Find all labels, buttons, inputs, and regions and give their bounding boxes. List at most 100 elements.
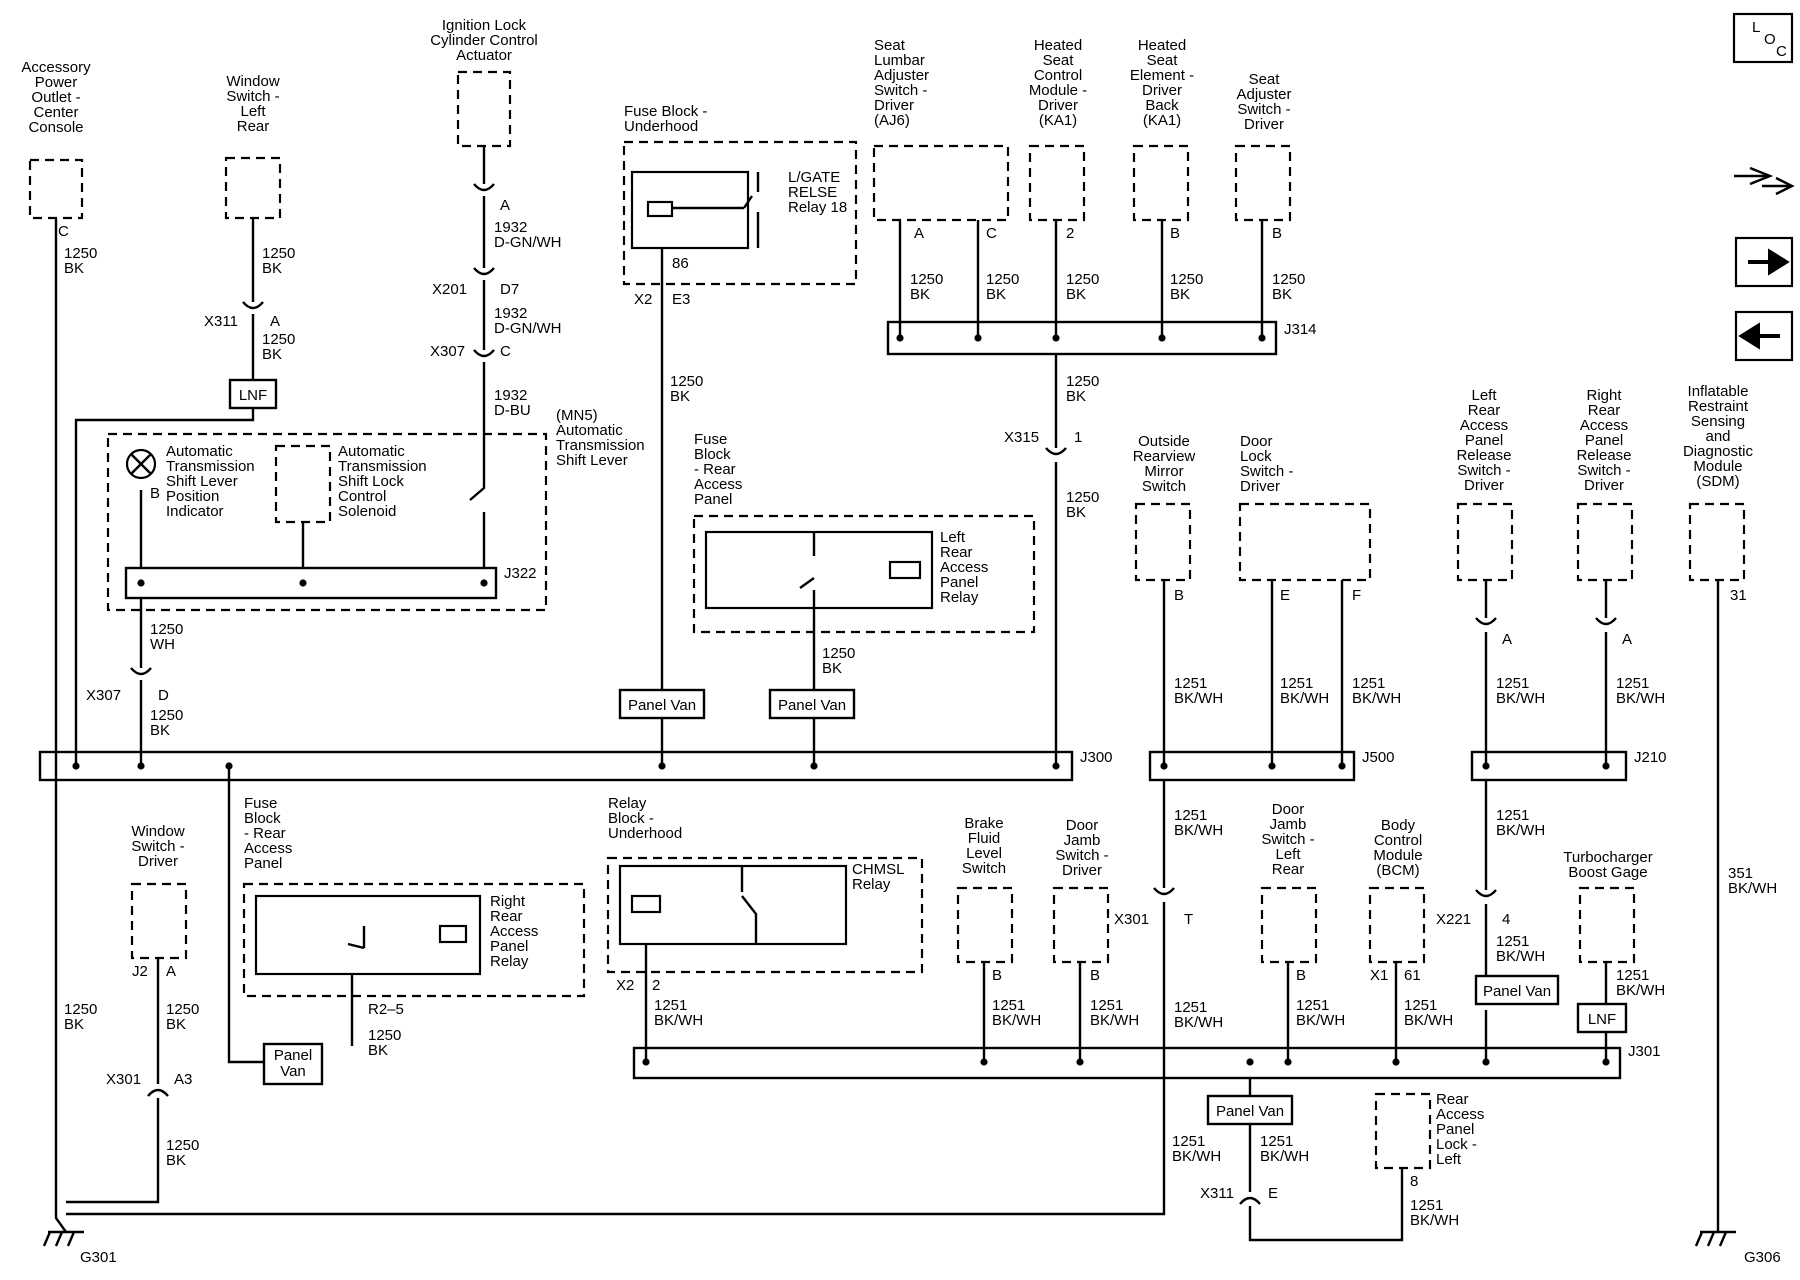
panel-van-tag-3: Panel Van [1483,983,1551,1000]
splice-dot [299,579,307,587]
wire-lower-components [982,962,1608,1062]
fuse-block-rear-panel-2-label-line: Fuse [244,795,277,812]
accessory-outlet-label-line: Accessory [21,59,91,76]
pin-e-doorlock: E [1280,587,1290,604]
splice-j314: J314 [1284,321,1317,338]
door-jamb-driver-label-line: Door [1066,817,1099,834]
shift-indicator-label-line: Shift Lever [166,473,238,490]
arrow-right-icon[interactable] [1748,248,1790,276]
wire-label-window-lr-1-line: BK [262,260,282,277]
wire-label-lumbar-a-line: BK [910,286,930,303]
chmsl-relay-symbol [618,864,848,946]
right-rear-release-label-line: Release [1576,447,1631,464]
ground-g306: G306 [1744,1249,1781,1266]
splice-dot [72,762,80,770]
splice-dot [1602,762,1610,770]
sdm-symbol [1688,502,1746,582]
shift-solenoid-label-line: Transmission [338,458,427,475]
splice-dot [137,579,145,587]
chmsl-relay-label-line: Relay [852,876,891,893]
pin-b-indicator: B [150,485,160,502]
right-rear-release-label-line: Right [1586,387,1622,404]
heated-seat-element-label-line: (KA1) [1143,112,1181,129]
pin-d7: D7 [500,281,519,298]
right-rear-relay-label-line: Relay [490,953,529,970]
right-rear-release-switch-symbol [1576,502,1634,582]
splice-dot [1246,1058,1254,1066]
seat-lumbar-label-line: Switch - [874,82,927,99]
wrench-icon[interactable] [1734,166,1795,196]
lnf-tag-lower: LNF [1588,1011,1616,1028]
shift-lever-outline [106,432,548,612]
wire-label-ground-left-line: 1250 [64,1001,97,1018]
turbo-boost-gage-symbol [1578,886,1636,964]
wire-label-doorlock-f-line: BK/WH [1352,690,1401,707]
fuse-block-rear-panel-label-line: - Rear [694,461,736,478]
wire-label-shift-indicator-line: WH [150,636,175,653]
pin-8-lock: 8 [1410,1173,1418,1190]
pin-2-heated-module: 2 [1066,225,1074,242]
wire-label-x221-lower-line: BK/WH [1496,948,1545,965]
next-page-frame[interactable] [1734,236,1794,288]
fuse-block-rear-panel-2-label-line: - Rear [244,825,286,842]
pin-2-chmsl: 2 [652,977,660,994]
right-rear-relay-symbol [254,894,482,976]
wire-label-shift-indicator-line: 1250 [150,621,183,638]
wire-label-accessory-line: BK [64,260,84,277]
wire-label-right-relay-line: BK [368,1042,388,1059]
x311-upper-connector [242,301,264,310]
relay-block-underhood-label-line: Relay [608,795,647,812]
fuse-block-rear-panel-label-line: Fuse [694,431,727,448]
panel-van-tag-5-line-1: Panel [274,1047,312,1064]
door-jamb-left-rear-label-line: Jamb [1270,816,1307,833]
prev-page-frame[interactable] [1734,310,1794,362]
bcm-symbol [1368,886,1426,964]
shift-lever-label-line: Shift Lever [556,452,628,469]
brake-fluid-switch-symbol [956,886,1014,964]
heated-seat-module-label-line: Heated [1034,37,1082,54]
splice-dot [1392,1058,1400,1066]
wire-label-jamb-driver-line: BK/WH [1090,1012,1139,1029]
right-release-connector [1595,617,1617,626]
connector-x301-right: X301 [1114,911,1149,928]
right-rear-release-label-line: Driver [1584,477,1624,494]
left-relay-switch [799,532,816,608]
wire-label-seat-adjuster-line: 1250 [1272,271,1305,288]
shift-lever-label-line: (MN5) [556,407,598,424]
x221-connector [1475,889,1497,898]
wire-label-x311-lower-line: 1251 [1260,1133,1293,1150]
shift-solenoid-label-line: Control [338,488,386,505]
wire-label-fuse-underhood-line: 1250 [670,373,703,390]
lnf-tag-upper: LNF [239,387,267,404]
wire-label-chmsl-line: BK/WH [654,1012,703,1029]
connector-x2-lower: X2 [616,977,634,994]
door-jamb-left-rear-label-line: Left [1275,846,1301,863]
arrow-left-icon[interactable] [1738,322,1780,350]
loc-icon-frame[interactable] [1732,12,1794,64]
x315-connector [1045,447,1067,456]
brake-fluid-label-line: Level [966,845,1002,862]
splice-dot [1158,334,1166,342]
wire-label-heated-element-line: 1250 [1170,271,1203,288]
